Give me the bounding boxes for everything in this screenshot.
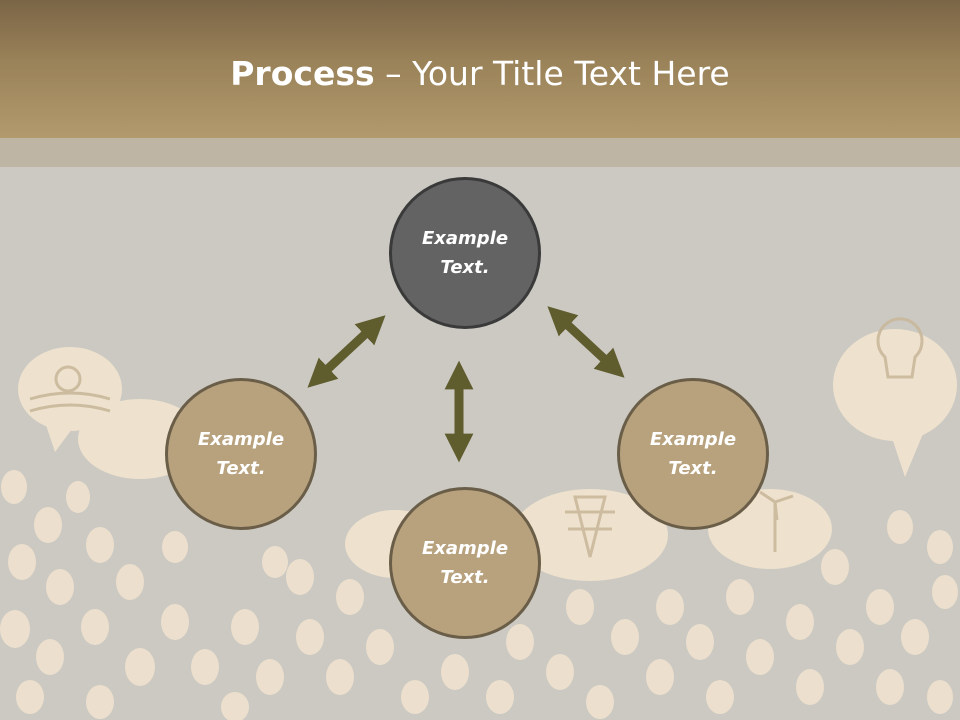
left-arrow — [307, 315, 386, 388]
title-bold: Process — [230, 54, 375, 93]
speech-bubble — [833, 329, 957, 441]
process-node-left[interactable]: Example Text. — [165, 378, 317, 530]
slide-title[interactable]: Process – Your Title Text Here — [0, 52, 960, 96]
title-banner — [0, 0, 960, 138]
speech-bubble — [512, 489, 668, 581]
process-node-right[interactable]: Example Text. — [617, 378, 769, 530]
process-node-top[interactable]: Example Text. — [389, 177, 541, 329]
node-bottom-text: Example Text. — [421, 538, 509, 588]
node-right-text: Example Text. — [649, 429, 737, 479]
speech-bubble — [18, 347, 122, 431]
speech-bubble-tail — [890, 429, 925, 477]
crowd-faces — [0, 470, 958, 720]
node-top-text: Example Text. — [421, 228, 509, 278]
waves-icon — [29, 391, 111, 413]
title-rest: – Your Title Text Here — [374, 54, 730, 93]
speech-bubble-tail — [45, 422, 75, 452]
power-tower-icon — [565, 495, 615, 558]
wind-turbine-icon — [759, 490, 794, 552]
lightbulb-icon — [876, 317, 924, 379]
sun-icon — [54, 365, 82, 393]
node-left-text: Example Text. — [197, 429, 285, 479]
process-node-bottom[interactable]: Example Text. — [389, 487, 541, 639]
right-arrow — [547, 306, 625, 378]
title-subband — [0, 138, 960, 167]
